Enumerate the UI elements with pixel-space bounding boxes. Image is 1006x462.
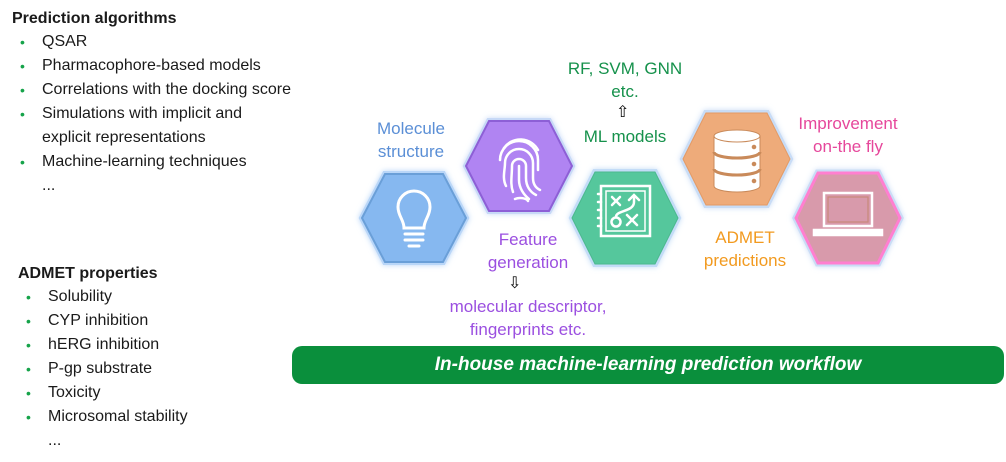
list-item: •CYP inhibition bbox=[18, 309, 188, 333]
list-item: •Microsomal stability bbox=[18, 405, 188, 429]
admet-properties-title: ADMET properties bbox=[18, 265, 158, 282]
workflow-banner: In-house machine-learning prediction wor… bbox=[292, 346, 1004, 384]
lightbulb-icon bbox=[396, 189, 432, 248]
strategy-board-icon bbox=[596, 184, 652, 238]
list-item: •Toxicity bbox=[18, 381, 188, 405]
database-icon bbox=[712, 129, 762, 193]
bullet-icon: • bbox=[20, 82, 25, 98]
list-item: •P-gp substrate bbox=[18, 357, 188, 381]
hexagon-feature-generation bbox=[462, 118, 576, 214]
list-item: •hERG inhibition bbox=[18, 333, 188, 357]
hexagon-improvement bbox=[792, 169, 904, 267]
step-label-feature-generation: Feature generation bbox=[487, 230, 569, 272]
bullet-icon: • bbox=[20, 58, 25, 74]
list-item: •Correlations with the docking score bbox=[12, 78, 291, 102]
prediction-algorithms-list: Prediction algorithms •QSAR •Pharmacopho… bbox=[12, 8, 291, 198]
workflow-banner-title: In-house machine-learning prediction wor… bbox=[434, 354, 862, 375]
bullet-icon: • bbox=[20, 106, 25, 122]
list-ellipsis: ... bbox=[42, 177, 56, 194]
bullet-icon: • bbox=[26, 313, 31, 329]
bullet-icon: • bbox=[26, 385, 31, 401]
prediction-algorithms-title: Prediction algorithms bbox=[12, 10, 177, 27]
list-item: •Machine-learning techniques bbox=[12, 150, 291, 174]
laptop-icon bbox=[812, 191, 884, 237]
hexagon-ml-models bbox=[568, 169, 682, 267]
bullet-icon: • bbox=[26, 289, 31, 305]
hexagon-admet-predictions bbox=[679, 110, 794, 208]
step-label-ml-models: ML models bbox=[583, 127, 667, 146]
list-item: •Pharmacophore-based models bbox=[12, 54, 291, 78]
arrow-down-icon: ⇩ bbox=[508, 275, 522, 292]
list-ellipsis: ... bbox=[48, 432, 62, 449]
bullet-icon: • bbox=[26, 409, 31, 425]
step-label-improvement: Improvement on-the fly bbox=[798, 114, 898, 156]
bullet-icon: • bbox=[26, 337, 31, 353]
step-label-molecule-structure: Molecule structure bbox=[376, 119, 446, 161]
ml-examples: RF, SVM, GNN etc. bbox=[567, 59, 683, 101]
step-label-admet-predictions: ADMET predictions bbox=[703, 228, 787, 270]
bullet-icon: • bbox=[26, 361, 31, 377]
admet-properties-list: ADMET properties •Solubility •CYP inhibi… bbox=[18, 263, 188, 453]
hexagon-molecule-structure bbox=[358, 171, 470, 265]
arrow-up-icon: ⇧ bbox=[616, 104, 630, 121]
bullet-icon: • bbox=[20, 154, 25, 170]
feature-examples: molecular descriptor, fingerprints etc. bbox=[449, 297, 607, 339]
fingerprint-icon bbox=[498, 138, 542, 203]
list-item: •QSAR bbox=[12, 30, 291, 54]
list-item: •Solubility bbox=[18, 285, 188, 309]
bullet-icon: • bbox=[20, 34, 25, 50]
